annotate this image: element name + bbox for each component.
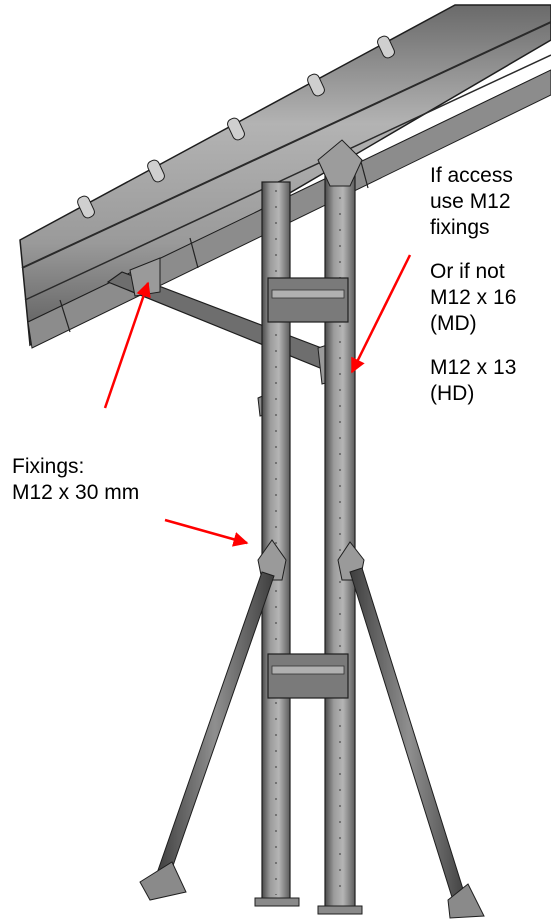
arrow-to-brace [103, 281, 151, 409]
roller [77, 195, 95, 219]
fixings-label-left: Fixings: M12 x 30 mm [12, 454, 139, 506]
note-line: If access [430, 164, 513, 187]
note-spacer [430, 337, 516, 355]
cross-plate-upper [267, 277, 349, 323]
note-line: (MD) [430, 312, 477, 335]
note-line: use M12 [430, 190, 511, 213]
note-line: M12 x 16 [430, 286, 517, 309]
note-line: Or if not [430, 260, 505, 283]
roller [147, 159, 165, 183]
note-line: M12 x 13 [430, 356, 517, 379]
base-plate-left [254, 897, 300, 907]
base-plate-right [317, 905, 363, 915]
cross-plate-lower [267, 653, 349, 699]
arrow-to-upper-joint [350, 254, 412, 374]
roller [377, 35, 395, 59]
roller [227, 117, 245, 141]
fixings-note-right: If access use M12 fixings Or if not M12 … [430, 163, 516, 407]
note-spacer [430, 241, 516, 259]
note-line: (HD) [430, 382, 475, 405]
roller-set [77, 35, 395, 219]
callout-arrows [103, 254, 412, 547]
fixings-title: Fixings: [12, 455, 85, 478]
note-line: fixings [430, 216, 490, 239]
roller [307, 73, 325, 97]
right-post [317, 139, 363, 911]
right-leg [349, 567, 485, 919]
arrow-to-leg-bracket [164, 518, 249, 547]
fixings-size: M12 x 30 mm [12, 481, 140, 504]
left-leg [139, 571, 275, 901]
